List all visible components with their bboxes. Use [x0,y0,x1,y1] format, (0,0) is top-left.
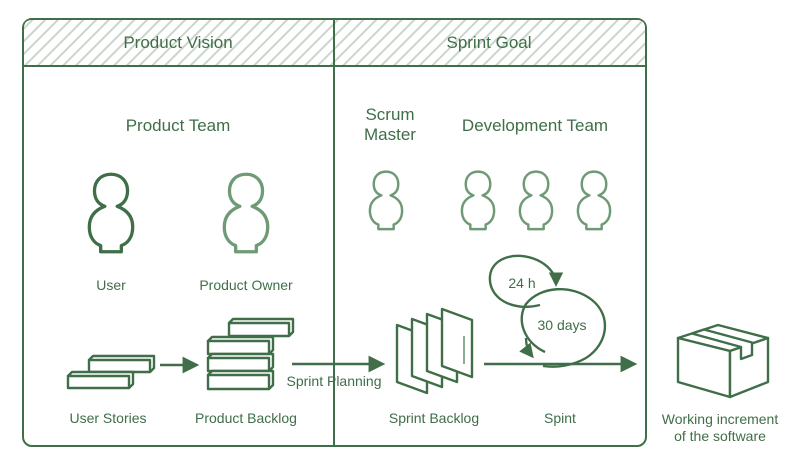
sprint-label: Spint [544,410,576,426]
user-label: User [96,277,126,293]
product-owner-label: Product Owner [199,277,293,293]
product-backlog-label: Product Backlog [195,410,297,426]
sprint-backlog-label: Sprint Backlog [388,410,480,426]
daily-cycle-label: 24 h [508,275,536,291]
sprint-planning-label: Sprint Planning [286,373,382,389]
sprint-cycle-loop [520,287,607,368]
product-backlog-icon [206,317,295,391]
working-increment-label: Working increment of the software [661,411,779,444]
user-stories-icon [66,354,156,390]
sprint-goal-header: Sprint Goal [446,33,532,52]
working-increment-box-icon [676,323,770,399]
scrum-master-label: Scrum Master [364,105,416,145]
development-team-label: Development Team [461,116,609,135]
product-team-label: Product Team [125,116,231,135]
product-vision-header: Product Vision [123,33,233,52]
sprint-cycle-arrow [519,337,534,359]
user-stories-label: User Stories [69,410,147,426]
sprint-length-label: 30 days [537,317,587,333]
daily-cycle-loop [488,254,564,308]
sprint-backlog-icon [395,307,474,395]
